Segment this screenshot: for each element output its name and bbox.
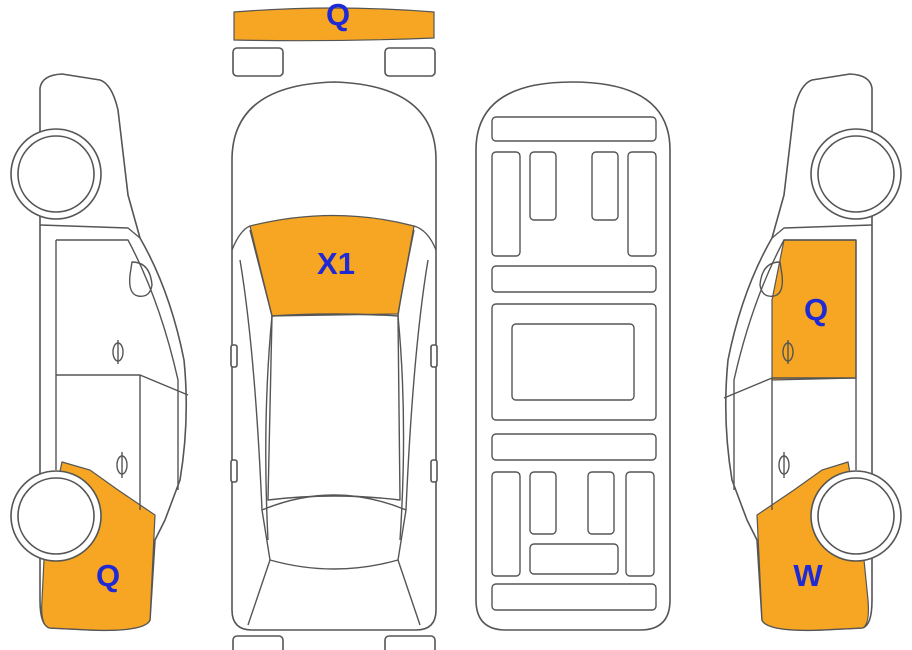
front-right-light: [384, 47, 436, 77]
left-front-door-handle-icon: [112, 340, 124, 364]
underside-rear-left-rail: [491, 471, 521, 577]
underside-front-right-rail: [627, 151, 657, 257]
underside-front-left-rail: [491, 151, 521, 257]
underside-rear-bar: [491, 583, 657, 611]
left-side-window-line: [55, 239, 179, 490]
left-rear-handle: [230, 459, 238, 483]
rear-right-light: [384, 635, 436, 650]
right-side-view: Q W: [723, 73, 902, 632]
underside-body-outline: [475, 81, 671, 631]
left-mirror: [230, 344, 238, 368]
left-side-view: Q: [10, 73, 189, 632]
underside-front-bar: [491, 116, 657, 142]
underside-center-panel: [511, 323, 635, 401]
right-mirror: [430, 344, 438, 368]
underside-front-inner-right: [591, 151, 619, 221]
right-side-mirror: [759, 261, 784, 297]
right-front-door-label: Q: [804, 292, 828, 327]
right-rear-quarter-label: W: [793, 558, 823, 593]
right-rear-wheel-hub: [817, 477, 895, 555]
underside-rear-cross: [529, 543, 619, 575]
underside-view: [475, 81, 671, 631]
underside-rear-inner-left: [529, 471, 557, 535]
right-side-window-line: [733, 239, 857, 490]
front-bumper-damage[interactable]: [233, 7, 435, 42]
top-view-a-pillars: [231, 225, 437, 251]
front-bumper-label: Q: [326, 0, 350, 32]
top-view-body-outline: [231, 81, 437, 631]
left-front-wheel-hub: [17, 135, 95, 213]
top-view-roof: [267, 313, 401, 501]
left-side-roof-line: [39, 224, 141, 239]
right-side-roof-line: [771, 224, 873, 239]
left-rear-quarter-label: Q: [96, 558, 120, 593]
right-front-wheel-hub: [817, 135, 895, 213]
top-view-side-windows: [239, 259, 429, 511]
front-left-light: [232, 47, 284, 77]
underside-mid-frame: [491, 303, 657, 421]
left-side-mirror: [128, 261, 153, 297]
right-side-door-split: [723, 377, 856, 510]
top-view: Q X1: [230, 0, 438, 650]
right-rear-door-handle-icon: [778, 452, 790, 478]
underside-mid-bar-2: [491, 433, 657, 461]
underside-rear-right-rail: [625, 471, 655, 577]
right-front-door-handle-icon: [782, 340, 794, 364]
top-view-rear-window: [261, 494, 407, 570]
underside-front-inner-left: [529, 151, 557, 221]
rear-left-light: [232, 635, 284, 650]
left-rear-door-handle-icon: [116, 452, 128, 478]
left-rear-wheel-hub: [17, 477, 95, 555]
underside-mid-bar-1: [491, 265, 657, 293]
underside-rear-inner-right: [587, 471, 615, 535]
windshield-label: X1: [317, 246, 355, 281]
left-side-door-split: [56, 374, 189, 510]
top-view-inner-sides: [249, 229, 415, 541]
top-view-trunk: [247, 559, 421, 626]
right-rear-handle: [430, 459, 438, 483]
